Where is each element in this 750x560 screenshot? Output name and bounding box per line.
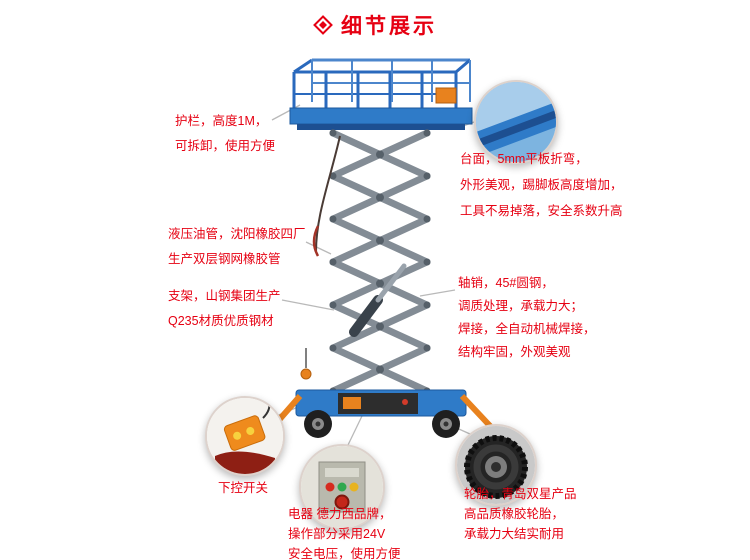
leader-line-platform [457,121,475,129]
callout-text-line: 高品质橡胶轮胎， [464,507,565,521]
callout-text-line: 支架，山钢集团生产 [168,289,281,303]
hydraulic-cylinder [349,263,407,337]
callout-text-line: 护栏，高度1M， [175,114,268,128]
callout-lower-control-label: 下控开关 [205,476,281,501]
wheel-right [432,410,460,438]
callout-guardrail: 护栏，高度1M， 可拆卸，使用方便 [175,109,275,159]
page-title: 细节展示 [341,15,437,38]
callout-text-line: 台面，5mm平板折弯， [460,152,588,166]
leader-line-support [281,299,335,311]
callout-text-line: 调质处理，承载力大； [458,299,584,313]
callout-hydraulic-hose: 液压油管，沈阳橡胶四厂 生产双层钢网橡胶管 [168,222,306,272]
detail-circle-wheel [455,424,537,506]
leader-line-axle [419,289,456,297]
callout-text-line: 结构牢固，外观美观 [458,345,571,359]
callout-text-line: 安全电压，使用方便 [288,547,401,560]
hydraulic-hoses [312,135,341,257]
callout-text-line: 操作部分采用24V [288,527,386,541]
callout-platform-surface: 台面，5mm平板折弯， 外形美观，踢脚板高度增加， 工具不易掉落，安全系数升高 [460,146,623,224]
callout-text-line: 工具不易掉落，安全系数升高 [460,204,623,218]
page-header: 细节展示 [0,10,750,40]
detail-circle-control-panel [299,444,385,530]
remote-control-photo [207,398,283,474]
callout-text-line: 轴销，45#圆钢， [458,276,554,290]
callout-tires: 轮胎，青岛双星产品 高品质橡胶轮胎， 承载力大结实耐用 [464,484,577,544]
leader-lines [271,104,475,446]
callout-text-line: 承载力大结实耐用 [464,527,565,541]
leader-line-hydraulic [305,241,332,255]
diamond-icon [313,15,333,35]
leader-line-guardrail [271,104,301,121]
callout-text-line: 焊接，全自动机械焊接， [458,322,596,336]
wheel-left [304,410,332,438]
callout-text-line: 外形美观，踢脚板高度增加， [460,178,623,192]
detail-circle-remote [205,396,285,476]
callout-text-line: 电器 德力西品牌， [288,507,392,521]
scissor-mechanism [329,129,431,395]
callout-axle-pin: 轴销，45#圆钢， 调质处理，承载力大； 焊接，全自动机械焊接， 结构牢固，外观… [458,272,596,364]
callout-text-line: 可拆卸，使用方便 [175,139,276,153]
tire-photo [457,426,535,504]
leader-line-wheel [449,424,471,435]
detail-circle-platform [474,80,558,164]
scissor-joints [329,129,431,395]
callout-support-frame: 支架，山钢集团生产 Q235材质优质钢材 [168,284,281,334]
chassis [264,389,500,438]
leader-line-panel [347,415,363,446]
callout-text-line: 下控开关 [217,481,268,495]
platform [289,58,473,130]
platform-control-box [435,87,457,104]
callout-text-line: 液压油管，沈阳橡胶四厂 [168,227,306,241]
callout-text-line: Q235材质优质钢材 [168,314,274,328]
control-panel-photo [301,446,383,528]
pendant-remote [300,348,312,380]
outrigger-right [459,393,495,431]
callout-text-line: 轮胎，青岛双星产品 [464,487,577,501]
callout-text-line: 生产双层钢网橡胶管 [168,252,281,266]
platform-edge-photo [476,82,556,162]
callout-electrics: 电器 德力西品牌， 操作部分采用24V 安全电压，使用方便 [288,504,401,560]
